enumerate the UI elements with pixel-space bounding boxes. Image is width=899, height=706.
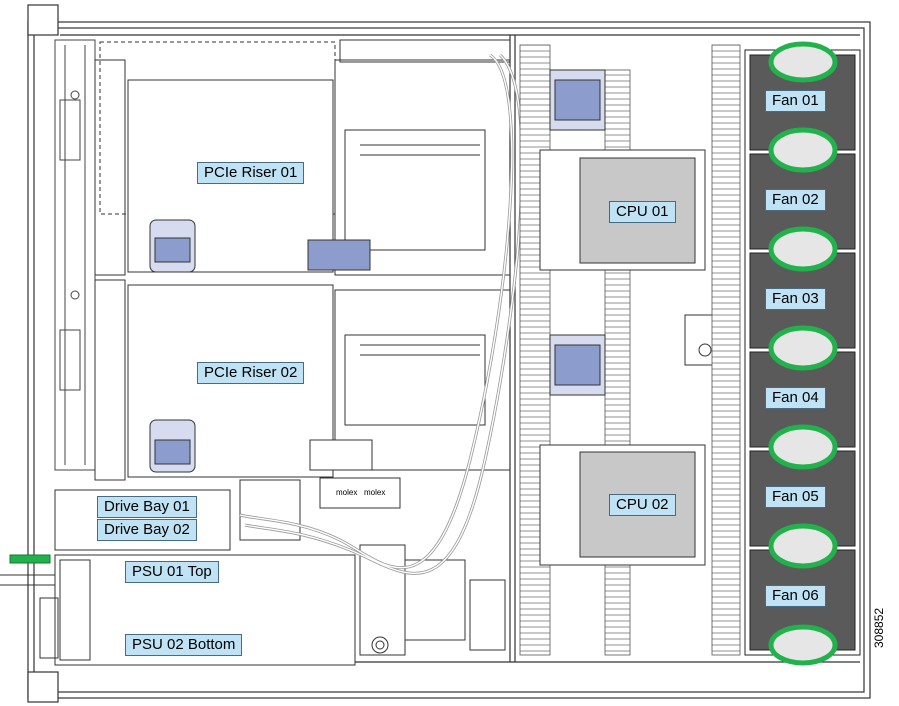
pcie-riser-02-label: PCIe Riser 02 xyxy=(197,362,305,384)
connector-text: molex xyxy=(364,488,385,497)
drive-bay-01-label: Drive Bay 01 xyxy=(97,496,197,518)
drive-bay-02-label: Drive Bay 02 xyxy=(97,519,197,541)
cpu-02-label: CPU 02 xyxy=(609,494,676,516)
fan-04-label: Fan 04 xyxy=(765,387,826,409)
pcie-riser-01-label: PCIe Riser 01 xyxy=(197,162,305,184)
dimm-slots-right xyxy=(711,44,741,656)
fan-03-label: Fan 03 xyxy=(765,288,826,310)
fan-rotors xyxy=(768,41,838,666)
cpu-01-label: CPU 01 xyxy=(609,201,676,223)
fan-05-label: Fan 05 xyxy=(765,486,826,508)
psu-01-label: PSU 01 Top xyxy=(125,561,219,583)
figure-id: 308852 xyxy=(872,607,886,648)
psu-02-label: PSU 02 Bottom xyxy=(125,634,243,656)
fan-02-label: Fan 02 xyxy=(765,189,826,211)
fan-06-label: Fan 06 xyxy=(765,585,826,607)
connector-text: molex xyxy=(336,488,357,497)
fan-01-label: Fan 01 xyxy=(765,90,826,112)
